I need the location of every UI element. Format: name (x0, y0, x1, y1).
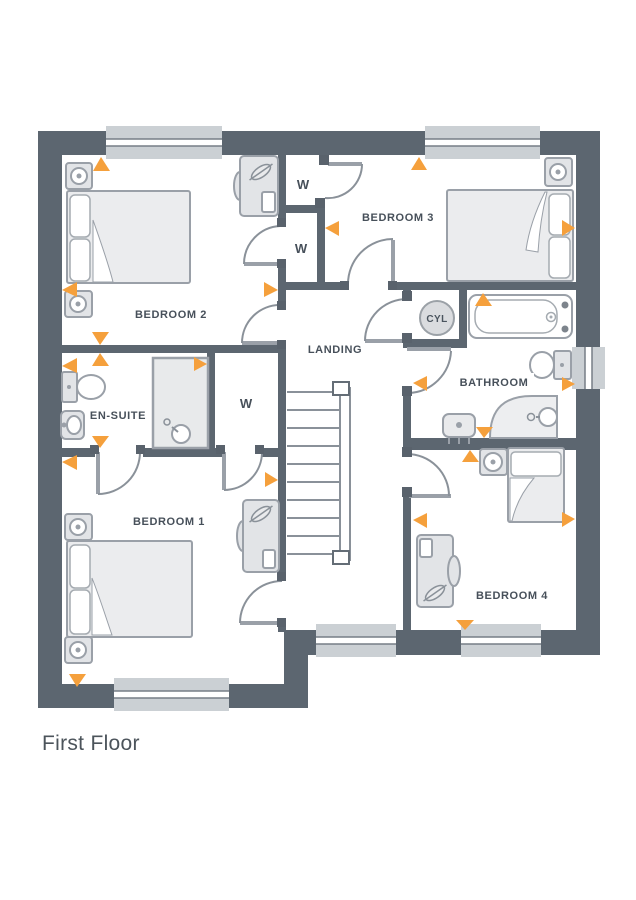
window-bathroom (572, 347, 605, 389)
radiator-marker (62, 455, 77, 470)
label-bedroom1: BEDROOM 1 (133, 516, 205, 528)
radiator-marker (562, 512, 575, 527)
stair-newel-top (332, 381, 350, 396)
bath-icon (468, 294, 573, 339)
bedroom3-furniture (446, 157, 574, 282)
bathroom-fixtures (419, 294, 573, 444)
radiator-marker (475, 293, 492, 306)
window-bedroom4 (461, 624, 541, 657)
window-bedroom2 (106, 126, 222, 159)
basin-icon (60, 410, 85, 440)
stool (447, 555, 461, 587)
corner-shower-icon (488, 395, 558, 439)
label-wardrobe-upper: W (297, 177, 310, 192)
label-landing: LANDING (308, 344, 362, 356)
floor-title: First Floor (42, 732, 140, 755)
radiator-icon (442, 413, 476, 444)
mirror-icon (249, 505, 273, 523)
mirror-icon (423, 584, 447, 602)
label-bedroom4: BEDROOM 4 (476, 590, 548, 602)
door-bedroom1 (239, 580, 283, 625)
label-bathroom: BATHROOM (460, 377, 529, 389)
radiator-marker (69, 674, 86, 687)
label-wardrobe-ensuite: W (240, 396, 253, 411)
radiator-marker (62, 282, 77, 297)
radiator-marker (462, 450, 479, 462)
label-wardrobe-lower: W (295, 241, 308, 256)
mirror-icon (249, 163, 273, 181)
door-bedroom4 (406, 453, 451, 498)
radiator-marker (413, 376, 427, 391)
label-ensuite: EN-SUITE (90, 410, 146, 422)
toilet-icon (61, 371, 106, 403)
shower-icon (151, 356, 210, 450)
stair-newel-bottom (332, 550, 350, 565)
door-ensuite (96, 451, 141, 495)
radiator-marker (264, 282, 278, 297)
cylinder-cupboard (419, 300, 455, 336)
radiator-marker (265, 472, 278, 487)
radiator-marker (413, 513, 427, 528)
radiator-marker (562, 377, 575, 391)
door-bedroom3 (347, 238, 395, 285)
staircase (287, 381, 351, 565)
window-bedroom3 (425, 126, 540, 159)
dressing-table (233, 155, 279, 217)
radiator-marker (194, 357, 207, 371)
bedroom2-furniture (64, 155, 279, 318)
window-bottom-mid (316, 624, 396, 657)
bedroom1-furniture (64, 499, 280, 664)
radiator-marker (411, 157, 427, 170)
radiator-marker (456, 620, 474, 630)
toilet-icon (529, 350, 572, 380)
radiator-marker (93, 157, 110, 171)
radiator-marker (92, 332, 109, 345)
door-bedroom1-wardrobe (222, 451, 263, 491)
radiator-marker (476, 427, 493, 438)
radiator-markers (62, 157, 575, 687)
stair-treads (287, 391, 339, 555)
dressing-table (236, 499, 280, 573)
door-cylinder-cupboard (364, 298, 408, 343)
label-bedroom3: BEDROOM 3 (362, 212, 434, 224)
radiator-marker (92, 353, 109, 366)
bedroom4-furniture (416, 447, 565, 608)
door-bathroom (407, 347, 452, 394)
radiator-marker (92, 436, 109, 448)
radiator-marker (62, 358, 77, 373)
radiator-marker (325, 221, 339, 236)
door-hinges (90, 155, 412, 627)
ensuite-fixtures (60, 356, 210, 450)
door-lower-wardrobe (242, 225, 281, 266)
door-bedroom2 (241, 304, 281, 345)
dressing-table (416, 534, 461, 608)
door-upper-wardrobe (324, 162, 364, 200)
label-bedroom2: BEDROOM 2 (135, 309, 207, 321)
radiator-marker (562, 220, 575, 236)
room-labels: BEDROOM 2 BEDROOM 3 BEDROOM 1 BEDROOM 4 … (86, 177, 548, 602)
windows (106, 126, 605, 711)
stair-handrail (339, 387, 351, 561)
doors (90, 155, 452, 627)
window-bottom-left (114, 678, 229, 711)
label-cylinder: CYL (426, 314, 447, 325)
